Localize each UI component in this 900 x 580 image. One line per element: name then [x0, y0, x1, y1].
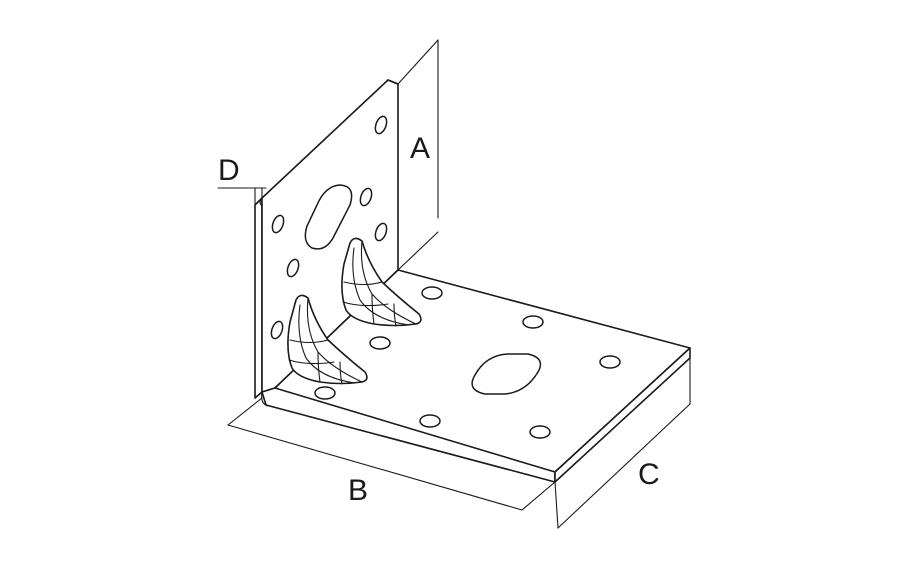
- vertical-hole-3: [374, 222, 388, 242]
- horizontal-hole-4: [522, 315, 544, 329]
- vertical-hole-6: [270, 320, 284, 340]
- horizontal-hole-7: [529, 425, 551, 439]
- label-b: B: [348, 474, 368, 507]
- horizontal-hole-6: [419, 414, 441, 428]
- dimension-c: [554, 357, 691, 529]
- horizontal-plate-holes: [314, 286, 621, 439]
- vertical-hole-5: [286, 258, 300, 278]
- rib-left: [287, 294, 368, 385]
- horizontal-slot: [471, 353, 542, 395]
- label-a: A: [410, 132, 430, 165]
- vertical-hole-4: [271, 214, 285, 234]
- vertical-hole-1: [374, 115, 388, 135]
- horizontal-hole-2: [369, 336, 391, 350]
- vertical-plate-holes: [270, 115, 388, 340]
- dimension-b: [227, 397, 556, 511]
- horizontal-hole-1: [421, 286, 443, 300]
- dimension-d: [217, 187, 267, 207]
- rib-right: [341, 237, 422, 327]
- horizontal-hole-3: [314, 386, 336, 400]
- vertical-hole-2: [359, 187, 373, 207]
- dimension-a: [397, 39, 439, 271]
- horizontal-hole-5: [599, 355, 621, 369]
- label-c: C: [638, 458, 660, 491]
- label-d: D: [218, 154, 240, 187]
- vertical-slot: [304, 184, 353, 250]
